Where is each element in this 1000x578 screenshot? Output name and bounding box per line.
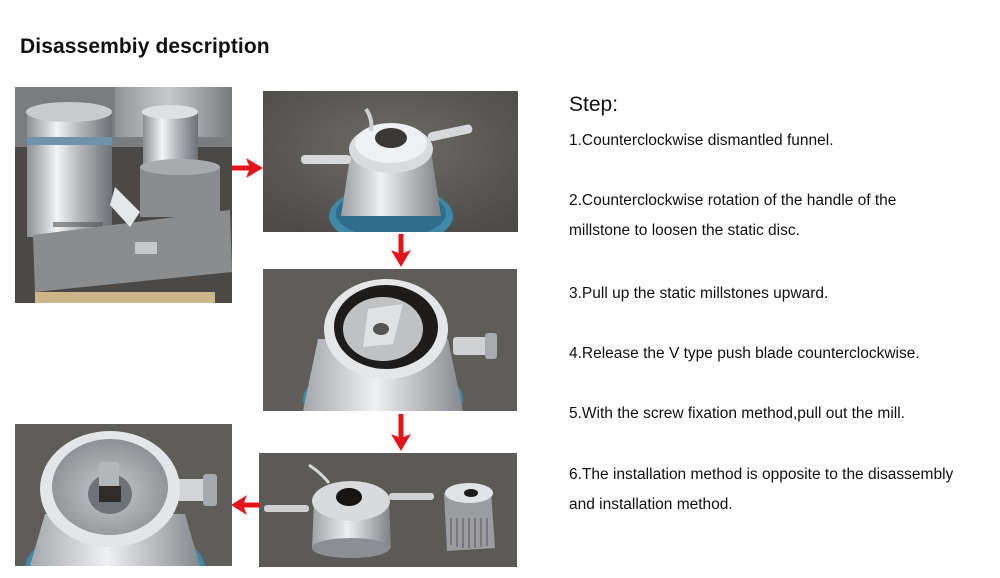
step-4: 4.Release the V type push blade counterc… bbox=[569, 339, 920, 369]
photo-static-millstone-removed bbox=[263, 269, 517, 411]
step-3-text: 3.Pull up the static millstones upward. bbox=[569, 285, 829, 302]
steps-heading: Step: bbox=[569, 93, 619, 116]
page-title: Disassembiy description bbox=[20, 35, 270, 58]
step-6-text-line1: 6.The installation method is opposite to… bbox=[569, 466, 954, 483]
arrow-down-icon bbox=[391, 414, 411, 451]
photo-assembled-machine bbox=[15, 87, 232, 303]
photo-millstone-and-rotor bbox=[259, 453, 517, 567]
photo-funnel-removed bbox=[263, 91, 518, 232]
step-6: 6.The installation method is opposite to… bbox=[569, 460, 1000, 520]
photo-empty-grinding-chamber bbox=[15, 424, 232, 566]
arrow-right-icon bbox=[232, 158, 263, 178]
step-3: 3.Pull up the static millstones upward. bbox=[569, 279, 828, 309]
arrow-left-icon bbox=[231, 495, 260, 515]
step-5: 5.With the screw fixation method,pull ou… bbox=[569, 399, 905, 429]
step-2-text-line2: millstone to loosen the static disc. bbox=[569, 222, 800, 239]
step-4-text: 4.Release the V type push blade counterc… bbox=[569, 345, 920, 362]
step-2: 2.Counterclockwise rotation of the handl… bbox=[569, 186, 1000, 246]
step-6-text-line2: and installation method. bbox=[569, 496, 733, 513]
step-1: 1.Counterclockwise dismantled funnel. bbox=[569, 126, 834, 156]
arrow-down-icon bbox=[391, 234, 411, 267]
step-1-text: 1.Counterclockwise dismantled funnel. bbox=[569, 132, 834, 149]
step-5-text: 5.With the screw fixation method,pull ou… bbox=[569, 405, 905, 422]
step-2-text-line1: 2.Counterclockwise rotation of the handl… bbox=[569, 192, 897, 209]
